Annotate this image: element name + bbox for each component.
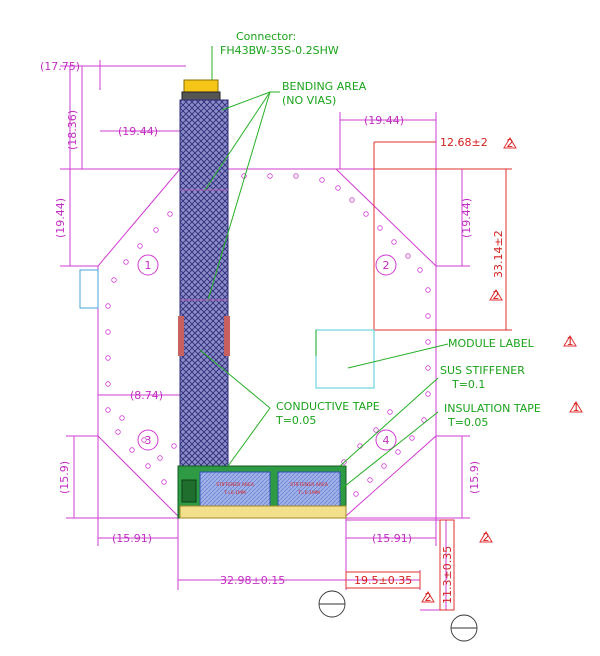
dim-19-44-left-side: (19.44) xyxy=(54,198,67,238)
module-label-note: MODULE LABEL xyxy=(448,337,535,350)
leader-lines xyxy=(199,46,449,491)
hole-1-label: 1 xyxy=(145,259,152,272)
dim-15-91-right: (15.91) xyxy=(372,532,412,545)
inspection-bubbles xyxy=(318,590,478,642)
stiffener-right-line1: STIFFENER AREA xyxy=(290,482,329,488)
dim-15-91-left: (15.91) xyxy=(112,532,152,545)
perimeter-holes xyxy=(105,173,431,497)
dim-15-9-left: (15.9) xyxy=(58,461,71,494)
left-tab xyxy=(79,269,99,309)
hole-4-label: 4 xyxy=(383,434,390,447)
hole-2 xyxy=(375,254,397,276)
stiffener-right-line2: T=0.1MM xyxy=(297,490,320,496)
connector-part: FH43BW-35S-0.2SHW xyxy=(220,44,339,57)
hole-3 xyxy=(137,429,159,451)
dim-18-36: (18.36) xyxy=(66,110,79,150)
dim-11-3: 11.3±0.35 xyxy=(441,546,454,604)
insulation-note-1: INSULATION TAPE xyxy=(444,402,541,415)
rev-marker-4: 1 xyxy=(573,401,580,414)
bending-note-2: (NO VIAS) xyxy=(282,94,336,107)
rev-marker-1: 2 xyxy=(507,137,514,150)
dim-12-68: 12.68±2 xyxy=(440,136,488,149)
dim-19-5: 19.5±0.35 xyxy=(354,574,412,587)
rev-marker-6: 2 xyxy=(425,591,432,604)
rev-marker-3: 1 xyxy=(567,335,574,348)
dim-32-98: 32.98±0.15 xyxy=(220,574,285,587)
numbered-holes: 1 2 3 4 xyxy=(137,254,397,451)
module-label-box xyxy=(315,329,375,389)
dim-33-14: 33.14±2 xyxy=(492,230,505,278)
bending-note-1: BENDING AREA xyxy=(282,80,367,93)
bottom-pcb xyxy=(177,465,347,519)
dim-19-44-right-side: (19.44) xyxy=(460,198,473,238)
insulation-note-2: T=0.05 xyxy=(447,416,488,429)
fpc-cable xyxy=(178,79,230,467)
stiffener-left-line2: T=0.1MM xyxy=(223,490,246,496)
rev-marker-5: 2 xyxy=(483,531,490,544)
dim-17-75: (17.75) xyxy=(40,60,80,73)
conductive-note-1: CONDUCTIVE TAPE xyxy=(276,400,380,413)
hole-1 xyxy=(137,254,159,276)
red-dimensions xyxy=(345,141,512,611)
hole-3-label: 3 xyxy=(145,434,152,447)
hole-2-label: 2 xyxy=(383,259,390,272)
connector-title: Connector: xyxy=(236,30,296,43)
dim-19-44-left-top: (19.44) xyxy=(118,125,158,138)
stiffener-left-line1: STIFFENER AREA xyxy=(216,482,255,488)
dim-8-74: (8.74) xyxy=(130,389,163,402)
dim-19-44-right-top: (19.44) xyxy=(364,114,404,127)
revision-markers xyxy=(421,137,583,603)
conductive-note-2: T=0.05 xyxy=(275,414,316,427)
sus-note-1: SUS STIFFENER xyxy=(440,364,525,377)
hole-4 xyxy=(375,429,397,451)
sus-note-2: T=0.1 xyxy=(451,378,485,391)
rev-marker-2: 2 xyxy=(493,289,500,302)
dim-15-9-right: (15.9) xyxy=(468,461,481,494)
